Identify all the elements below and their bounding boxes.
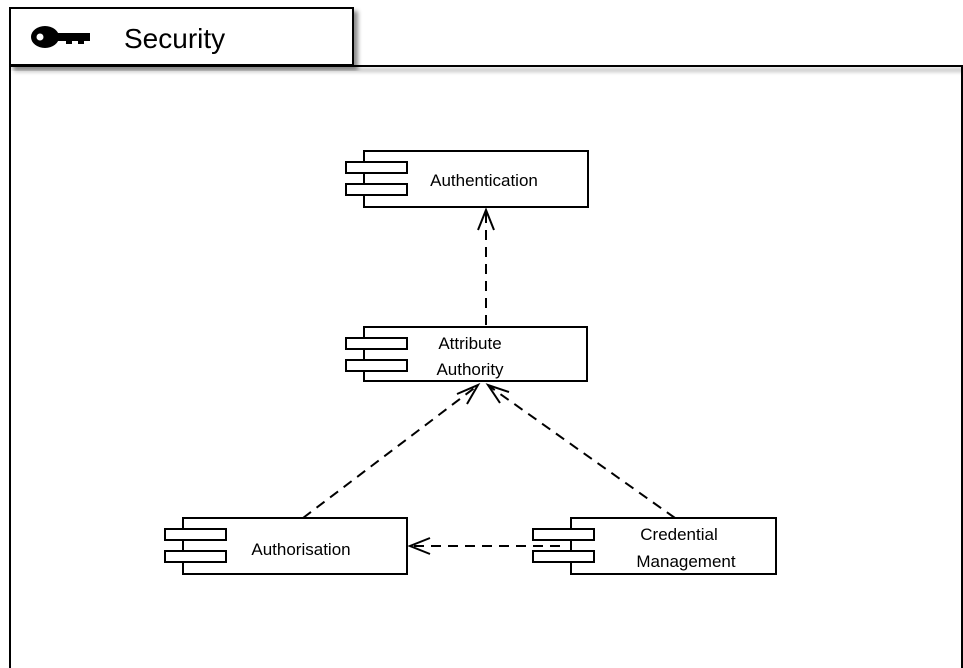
component-port-icon [164,550,227,563]
package-title: Security [124,23,225,54]
component-port-icon [345,337,408,350]
key-icon [31,26,90,48]
component-label-line-1: Credential [640,525,718,544]
component-port-icon [345,183,408,196]
component-authorisation[interactable]: Authorisation [164,517,408,575]
component-credential-management[interactable]: Credential Management [532,517,777,575]
component-label-line-1: Attribute [438,334,501,353]
dependency-credential-management-to-authorisation[interactable] [407,537,560,555]
component-port-icon [345,161,408,174]
component-port-icon [345,359,408,372]
component-port-icon [164,528,227,541]
component-label: Authentication [430,171,538,190]
component-label-line-2: Authority [436,360,504,379]
package-tab[interactable]: Security [9,7,354,66]
dependency-credential-management-to-attribute-authority[interactable] [485,383,676,519]
component-port-icon [532,528,595,541]
component-label: Authorisation [251,540,350,559]
component-authentication[interactable]: Authentication [345,150,589,208]
dependency-attribute-authority-to-authentication[interactable] [477,207,495,325]
component-attribute-authority[interactable]: Attribute Authority [345,326,588,382]
component-port-icon [532,550,595,563]
component-label-line-2: Management [636,552,736,571]
dependency-authorisation-to-attribute-authority[interactable] [302,382,481,519]
